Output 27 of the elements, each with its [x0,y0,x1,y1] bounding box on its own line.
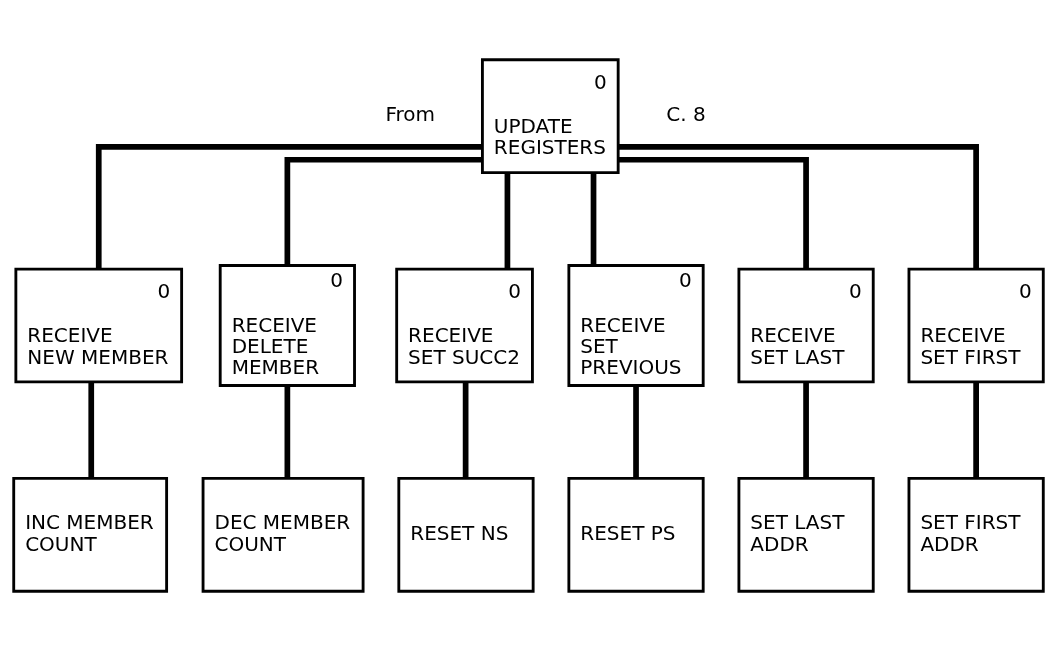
connector [618,156,809,269]
node-box: SET FIRST ADDR [907,476,1045,593]
connector [284,385,291,478]
connector [633,385,639,478]
connector [618,143,979,269]
node-box: 0 RECEIVE SET PREVIOUS [567,263,705,387]
node-box: 0 RECEIVE NEW MEMBER [14,267,184,383]
node-box: 0 RECEIVE SET FIRST [907,267,1045,383]
node-box: RESET PS [567,476,705,593]
connector [803,381,809,478]
connector [95,143,483,269]
node-box: 0 UPDATE REGISTERS [481,57,620,174]
node-box: 0 RECEIVE SET SUCC2 [395,267,534,383]
connector [88,381,95,478]
connector [973,381,979,478]
connector [284,156,482,265]
label: From [385,101,436,126]
node-box: INC MEMBER COUNT [12,476,169,593]
node-box: 0 RECEIVE DELETE MEMBER [218,263,356,387]
label: C. 8 [666,101,706,126]
node-box: RESET NS [397,476,535,593]
connector [590,172,597,265]
connector [462,381,469,478]
connector [504,172,511,269]
node-box: SET LAST ADDR [737,476,875,593]
node-box: DEC MEMBER COUNT [201,476,365,593]
node-box: 0 RECEIVE SET LAST [737,267,875,383]
